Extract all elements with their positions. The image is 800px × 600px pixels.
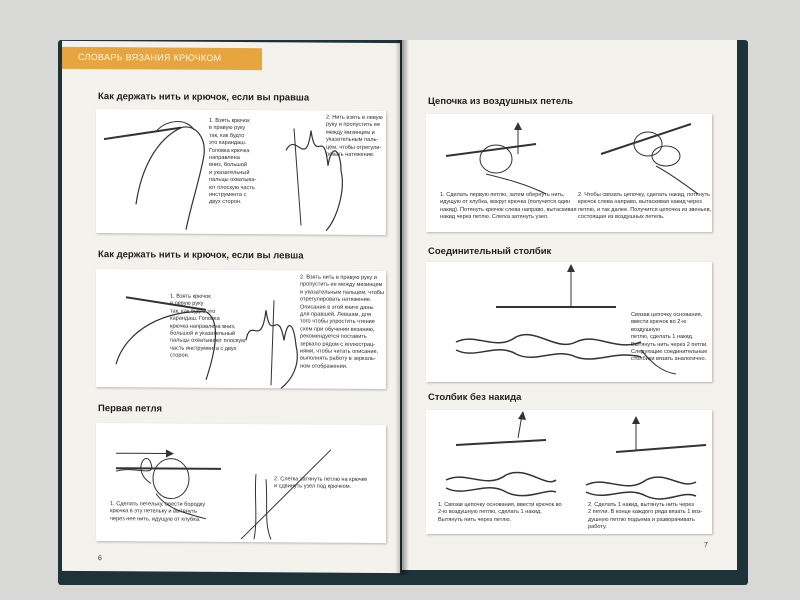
page-number-left: 6 bbox=[98, 555, 102, 563]
caption-left-1: 1. Взять крючок в левую руку так, как бу… bbox=[170, 293, 246, 359]
left-hand-illustration bbox=[115, 296, 298, 389]
heading-slip-stitch: Соединительный столбик bbox=[428, 246, 552, 257]
illustration-box-left-handed: 1. Взять крючок в левую руку так, как бу… bbox=[96, 269, 386, 390]
caption-first-loop-2: 2. Слегка затянуть петлю на крючке и сдв… bbox=[274, 476, 368, 491]
hand-holding-hook-illustration bbox=[103, 121, 343, 232]
illustration-box-first-loop: 1. Сделать петельку, ввести бородку крюч… bbox=[96, 423, 386, 544]
caption-single-crochet-1: 1. Связав цепочку основания, ввести крюч… bbox=[438, 502, 562, 523]
first-loop-illustration bbox=[115, 449, 332, 540]
banner-title: СЛОВАРЬ ВЯЗАНИЯ КРЮЧКОМ bbox=[78, 51, 222, 63]
page-number-right: 7 bbox=[704, 542, 708, 549]
heading-left-handed: Как держать нить и крючок, если вы левша bbox=[98, 249, 304, 262]
heading-right-handed: Как держать нить и крючок, если вы правш… bbox=[98, 91, 310, 104]
right-page: Цепочка из воздушных петель 1. Сделать п… bbox=[402, 40, 737, 570]
illustration-box-slip-stitch: Связав цепочку основания, ввести крючок … bbox=[426, 262, 712, 382]
illustration-box-right-handed: 1. Взять крючок в правую руку так, как б… bbox=[96, 109, 386, 236]
caption-right-1: 1. Взять крючок в правую руку так, как б… bbox=[209, 117, 257, 206]
illustration-box-chain: 1. Сделать первую петлю, затем обернуть … bbox=[426, 114, 712, 232]
chain-illustration bbox=[445, 122, 699, 195]
section-banner: СЛОВАРЬ ВЯЗАНИЯ КРЮЧКОМ bbox=[62, 46, 262, 71]
caption-right-2: 2. Нить взять в левую руку и пропустить … bbox=[326, 114, 383, 159]
caption-single-crochet-2: 2. Сделать 1 накид, вытянуть нить через … bbox=[588, 502, 703, 531]
caption-slip-stitch: Связав цепочку основания, ввести крючок … bbox=[631, 312, 708, 363]
heading-first-loop: Первая петля bbox=[98, 403, 163, 415]
caption-left-2: 2. Взять нить в правую руку и пропустить… bbox=[300, 274, 385, 370]
single-crochet-illustration bbox=[445, 411, 707, 500]
left-page: СЛОВАРЬ ВЯЗАНИЯ КРЮЧКОМ Как держать нить… bbox=[62, 40, 400, 574]
book-spine bbox=[395, 40, 409, 575]
slip-stitch-illustration bbox=[455, 264, 677, 375]
heading-single-crochet: Столбик без накида bbox=[428, 392, 522, 403]
caption-chain-1: 1. Сделать первую петлю, затем обернуть … bbox=[440, 192, 577, 221]
caption-chain-2: 2. Чтобы связать цепочку, сделать накид,… bbox=[578, 192, 712, 221]
illustration-box-single-crochet: 1. Связав цепочку основания, ввести крюч… bbox=[426, 410, 712, 534]
heading-chain: Цепочка из воздушных петель bbox=[428, 96, 573, 107]
caption-first-loop-1: 1. Сделать петельку, ввести бородку крюч… bbox=[110, 501, 206, 523]
